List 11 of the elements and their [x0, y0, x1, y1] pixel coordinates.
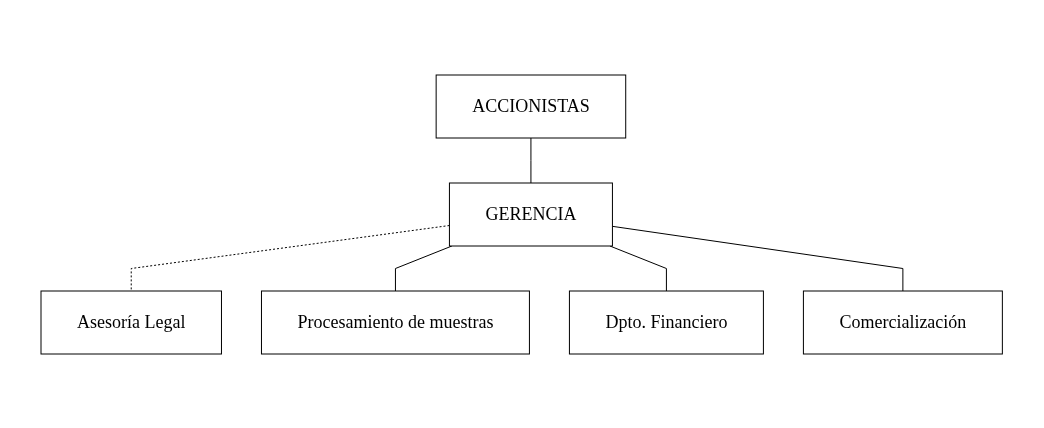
node-box: Dpto. Financiero: [569, 290, 765, 354]
connector: [612, 225, 904, 291]
connector: [530, 137, 532, 183]
node-box: Procesamiento de muestras: [261, 290, 531, 354]
connector: [609, 245, 668, 291]
connector: [131, 224, 451, 291]
connector: [395, 245, 453, 291]
node-box: ACCIONISTAS: [435, 74, 627, 138]
node-box: Comercialización: [803, 290, 1004, 354]
node-box: Asesoría Legal: [40, 290, 223, 354]
node-box: GERENCIA: [449, 182, 614, 246]
